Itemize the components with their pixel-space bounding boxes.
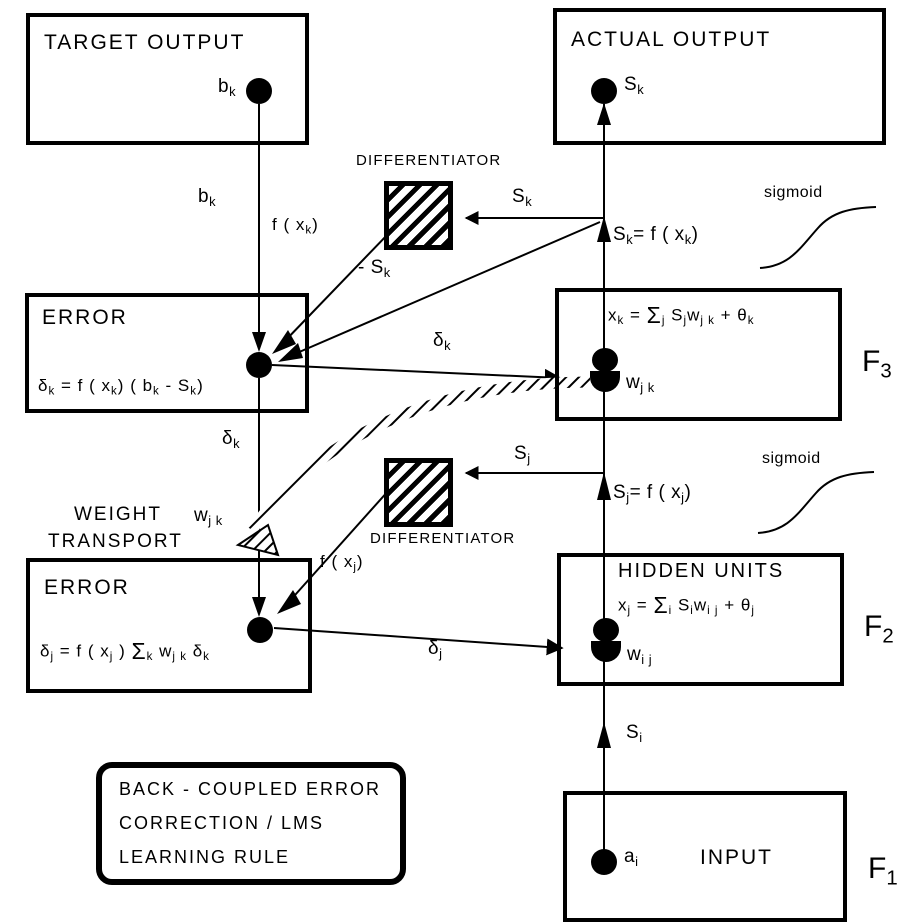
b-k-node-label: bk — [218, 76, 237, 100]
differentiator-bottom-box — [384, 458, 453, 527]
hidden-units-label: HIDDEN UNITS — [618, 560, 785, 582]
fprime-xj-edge — [277, 489, 390, 614]
sigmoid-curve-top — [759, 206, 877, 269]
sigmoid-curve-bottom — [757, 471, 875, 534]
f2-layer-label: F2 — [864, 610, 894, 648]
actual-output-label: ACTUAL OUTPUT — [571, 28, 772, 51]
w-ij-node-label: wi j — [627, 644, 653, 668]
legend-line-1: BACK - COUPLED ERROR — [119, 779, 382, 799]
input-label: INPUT — [700, 846, 773, 869]
f3-formula: xk = Σj Sjwj k + θk — [608, 302, 755, 328]
differentiator-top-box — [384, 181, 453, 250]
error-j-node — [247, 617, 273, 643]
differentiator-bottom-label: DIFFERENTIATOR — [370, 530, 516, 547]
legend-box — [96, 762, 406, 885]
f2-node-halfdisc — [591, 641, 621, 662]
f2-node-circle — [593, 618, 619, 642]
error-k-node — [246, 352, 272, 378]
fprime-xj-label: f ( xj) — [320, 552, 364, 574]
minus-sk-edge — [278, 221, 601, 362]
weight-transport-band — [235, 376, 591, 557]
w-jk-node-label: wj k — [626, 372, 655, 396]
fprime-xk-label: f ( xk) — [272, 215, 319, 237]
si-edge-label: Si — [626, 722, 643, 746]
actual-output-node — [591, 78, 617, 104]
f3-box — [555, 288, 842, 421]
w-jk-transport-label: wj k — [194, 505, 223, 529]
target-output-node — [246, 78, 272, 104]
f3-node-halfdisc — [590, 371, 620, 392]
f1-layer-label: F1 — [868, 852, 898, 890]
delta-k-vertical-label: δk — [222, 428, 241, 452]
error-k-formula: δk = f ( xk) ( bk - Sk) — [38, 376, 204, 398]
a-i-node-label: ai — [624, 846, 639, 870]
error-j-formula: δj = f ( xj ) Σk wj k δk — [40, 638, 210, 664]
sigmoid-top-label: sigmoid — [764, 184, 823, 201]
delta-k-edge — [271, 364, 562, 386]
target-output-label: TARGET OUTPUT — [44, 31, 246, 54]
f2-box — [557, 553, 844, 686]
f3-weight-node — [590, 348, 620, 392]
sk-equals-label: Sk= f ( xk) — [613, 224, 699, 248]
legend-line-2: CORRECTION / LMS — [119, 813, 325, 833]
error-j-box — [26, 558, 312, 693]
f3-layer-label: F3 — [862, 345, 892, 383]
weight-transport-line1: WEIGHT — [74, 504, 162, 525]
input-node — [591, 849, 617, 875]
input-box — [563, 791, 847, 922]
delta-j-edge — [273, 627, 564, 656]
f3-node-circle — [592, 348, 618, 372]
fprime-xk-edge — [272, 232, 390, 354]
differentiator-top-label: DIFFERENTIATOR — [356, 152, 502, 169]
error-k-box — [25, 293, 309, 413]
delta-j-horizontal-label: δj — [428, 638, 443, 662]
minus-sk-label: - Sk — [358, 257, 391, 281]
error-j-label: ERROR — [44, 576, 130, 599]
sk-branch-label: Sk — [512, 186, 533, 210]
sj-branch-label: Sj — [514, 443, 531, 467]
sj-equals-label: Sj= f ( xj) — [613, 482, 692, 506]
delta-k-horizontal-label: δk — [433, 330, 452, 354]
target-output-box — [26, 13, 309, 145]
weight-transport-line2: TRANSPORT — [48, 531, 183, 552]
sigmoid-bottom-label: sigmoid — [762, 450, 821, 467]
f2-formula: xj = Σi Siwi j + θj — [618, 592, 755, 618]
b-k-edge-label: bk — [198, 186, 217, 210]
error-k-label: ERROR — [42, 306, 128, 329]
s-k-node-label: Sk — [624, 74, 645, 98]
legend-line-3: LEARNING RULE — [119, 847, 291, 867]
f2-weight-node — [591, 618, 621, 662]
actual-output-box — [553, 8, 886, 145]
